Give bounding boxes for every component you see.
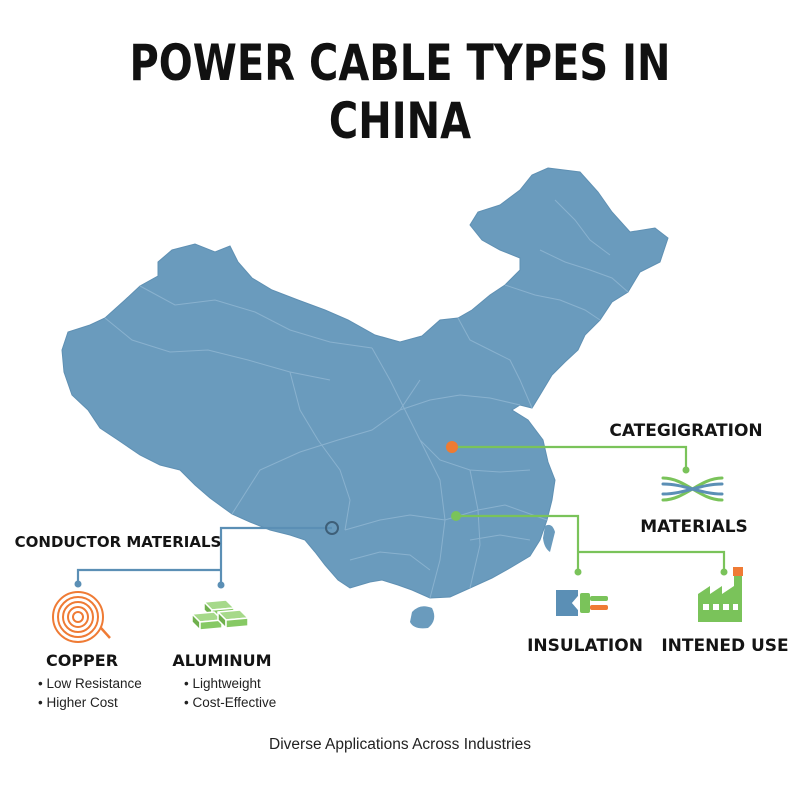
hainan-island <box>410 606 435 629</box>
province-borders <box>104 199 629 599</box>
categorization-connector <box>452 445 688 470</box>
copper-coil-icon <box>52 591 111 643</box>
central-china-dot <box>446 441 458 453</box>
southwest-china-dot <box>325 521 339 535</box>
insulation-end-dot <box>574 568 582 576</box>
aluminum-end-dot <box>217 581 225 589</box>
page-title: POWER CABLE TYPES IN CHINA <box>129 34 671 150</box>
conductor-connector <box>219 526 332 585</box>
categorization-label: CATEGIGRATION <box>609 421 762 441</box>
aluminum-label: ALUMINUM <box>172 651 271 670</box>
crossing-wires-icon <box>661 476 724 502</box>
factory-icon <box>698 567 743 622</box>
taiwan-island <box>543 524 555 552</box>
conductor-materials-label: CONDUCTOR MATERIALS <box>15 533 222 551</box>
south-china-dot <box>451 511 461 521</box>
intended-use-connector <box>578 550 726 572</box>
cable-insulation-icon <box>556 590 608 616</box>
insulation-label: INSULATION <box>527 636 643 656</box>
connector-lines <box>76 445 726 585</box>
insulation-connector <box>456 514 580 572</box>
copper-bullet-1: • Low Resistance <box>38 676 142 691</box>
connector-dots <box>74 441 728 589</box>
footer-caption: Diverse Applications Across Industries <box>269 736 531 753</box>
copper-end-dot <box>74 580 82 588</box>
aluminum-bullet-2: • Cost-Effective <box>184 695 276 710</box>
china-mainland-shape <box>61 167 669 599</box>
copper-bullet-2: • Higher Cost <box>38 695 118 710</box>
aluminum-bullet-1: • Lightweight <box>184 676 261 691</box>
intended-use-end-dot <box>720 568 728 576</box>
categorization-end-dot <box>682 466 690 474</box>
materials-label: MATERIALS <box>640 517 748 537</box>
aluminum-ingots-icon <box>191 599 249 631</box>
china-map <box>61 167 669 629</box>
intended-use-label: INTENED USE <box>661 636 788 656</box>
copper-connector <box>76 568 221 584</box>
copper-label: COPPER <box>46 651 118 670</box>
